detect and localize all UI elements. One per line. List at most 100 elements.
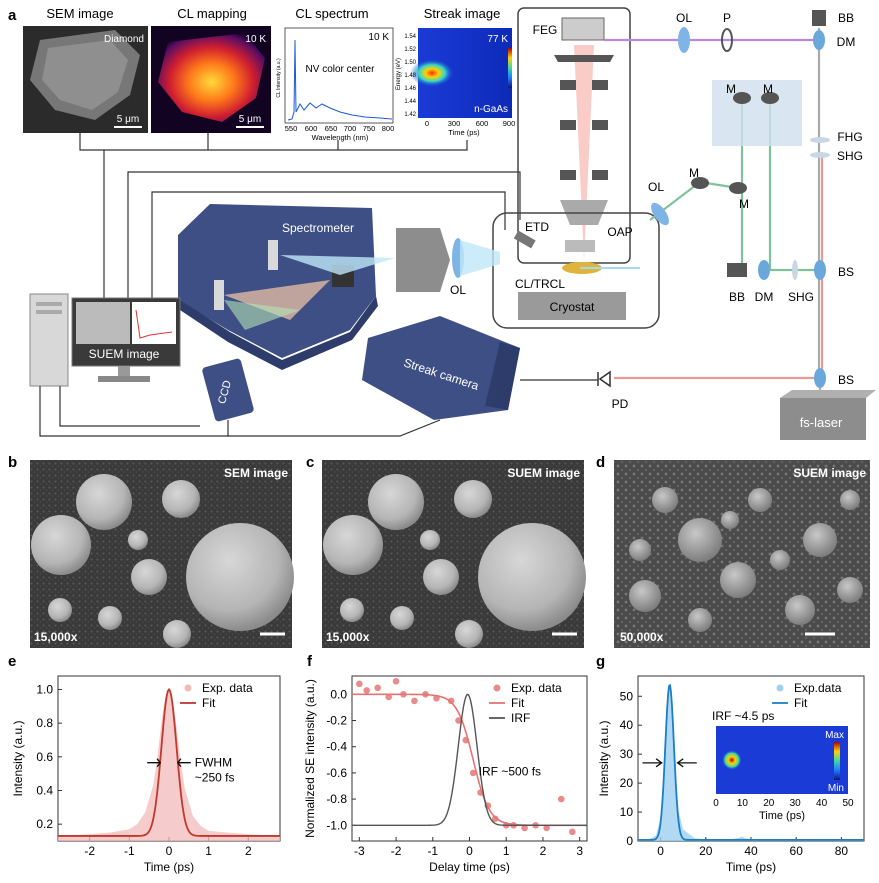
irf-line <box>352 693 587 826</box>
sem-diamond-image: Diamond 5 μm <box>23 26 148 133</box>
exp-data-point <box>385 693 393 701</box>
y-tick-label: 0.0 <box>330 687 347 701</box>
legend-label: Exp. data <box>511 681 562 695</box>
inset-x-tick-label: 50 <box>842 798 854 809</box>
cl-spectrum-annotation: NV color center <box>306 64 376 75</box>
x-tick-label: 0 <box>166 844 173 858</box>
y-axis-label: Normalized SE intensity (a.u.) <box>303 679 317 838</box>
cl-spectrum-ylabel: CL Intensity (a.u.) <box>276 58 282 98</box>
x-tick-label: -1 <box>124 844 135 858</box>
y-tick-label: 20 <box>620 776 634 790</box>
legend-marker <box>776 684 784 692</box>
ol-upper-label: OL <box>676 11 692 25</box>
x-tick-label: 80 <box>835 844 849 858</box>
panel-b-tag: SEM image <box>224 466 288 480</box>
photodiode-label: PD <box>612 397 629 411</box>
fwhm-arrow-left <box>642 758 663 768</box>
legend-label: Exp. data <box>202 681 253 695</box>
streak-title: Streak image <box>424 6 501 21</box>
x-tick-label: -2 <box>391 844 402 858</box>
panel-label-d: d <box>596 454 605 471</box>
vacuum-chamber: ETD OAP CL/TRCL Cryostat <box>492 212 660 329</box>
exp-data-point <box>374 684 382 692</box>
cl-spectrum-xtick: 650 <box>325 124 338 133</box>
fit-line <box>638 683 864 841</box>
y-tick-label: 0.8 <box>36 716 53 730</box>
computer-workstation: SUEM image <box>29 293 181 387</box>
y-tick-label: -0.6 <box>326 766 347 780</box>
cl-mapping-image: 10 K 5 μm <box>151 26 271 133</box>
exp-data-point <box>392 677 400 685</box>
x-tick-label: -1 <box>427 844 438 858</box>
beam-splitter-lower-label: BS <box>838 373 854 387</box>
cl-spectrum-xtick: 700 <box>344 124 357 133</box>
feg-label: FEG <box>533 23 558 37</box>
exp-data-point <box>543 824 550 832</box>
y-tick-label: -0.4 <box>326 740 347 754</box>
mirror-label: M <box>739 197 749 211</box>
oap-label: OAP <box>607 225 632 239</box>
fwhm-annotation: FWHM <box>195 756 232 770</box>
streak-ytick: 1.46 <box>404 86 416 92</box>
streak-ytick: 1.48 <box>404 73 416 79</box>
panel-b-magnification: 15,000x <box>34 630 78 644</box>
ccd-label: CCD <box>216 379 234 405</box>
cl-spectrum-xtick: 750 <box>363 124 376 133</box>
x-tick-label: -3 <box>354 844 365 858</box>
panel-d-tag: SUEM image <box>793 466 866 480</box>
legend-marker <box>184 684 192 692</box>
exp-data-point <box>411 697 418 705</box>
irf-annotation: IRF ~500 fs <box>479 765 541 779</box>
suem-image-label: SUEM image <box>89 347 160 361</box>
y-axis-label: Intensity (a.u.) <box>597 720 611 796</box>
panel-c-suem-micrograph: c SUEM image 15,000x <box>306 454 586 648</box>
streak-image-plot: 77 K n-GaAs 1.54 1.52 1.50 1.48 1.46 1.4… <box>396 28 515 137</box>
x-tick-label: 1 <box>205 844 212 858</box>
exp-data-point <box>469 769 477 777</box>
cl-temp-tag: 10 K <box>245 34 266 45</box>
panel-label-b: b <box>8 454 17 471</box>
exp-data-point <box>569 828 576 836</box>
spectrometer-assembly: Spectrometer <box>178 204 395 370</box>
panel-label-f: f <box>307 653 313 670</box>
ol-spectrometer-label: OL <box>450 283 466 297</box>
streak-xtick: 900 <box>503 119 516 128</box>
y-tick-label: 0.4 <box>36 783 53 797</box>
inset-x-axis-label: Time (ps) <box>759 810 805 822</box>
x-axis-label: Time (ps) <box>726 860 776 874</box>
panel-label-a: a <box>8 7 17 24</box>
streak-ytick: 1.44 <box>404 99 416 105</box>
inset-colorbar-max: Max <box>825 730 844 741</box>
spectrometer-label: Spectrometer <box>282 221 354 235</box>
cl-scale-label: 5 μm <box>239 114 261 125</box>
exp-data-point <box>447 697 455 705</box>
panel-label-c: c <box>306 454 314 471</box>
plot-frame <box>351 675 588 842</box>
fwhm-arrow-right <box>676 758 697 768</box>
exp-data-point <box>521 824 528 832</box>
x-tick-label: 3 <box>576 844 583 858</box>
inset-pulse-spot <box>721 750 742 770</box>
y-tick-label: -0.2 <box>326 714 347 728</box>
beam-block-upper-label: BB <box>838 11 854 25</box>
beam-splitter-upper-label: BS <box>838 265 854 279</box>
x-axis-label: Delay time (ps) <box>429 860 510 874</box>
panel-label-e: e <box>8 653 16 670</box>
inset-x-tick-label: 30 <box>790 798 802 809</box>
sem-title: SEM image <box>46 6 113 21</box>
mirror-label: M <box>689 166 699 180</box>
exp-data-area <box>58 689 280 841</box>
cl-spectrum-plot: 10 K NV color center CL Intensity (a.u.)… <box>276 27 394 142</box>
cl-spectrum-xtick: 600 <box>305 124 318 133</box>
legend-label: IRF <box>511 711 530 725</box>
fhg-label: FHG <box>837 130 862 144</box>
cl-spectrum-temp: 10 K <box>368 32 389 43</box>
exp-data-point <box>363 687 370 694</box>
fit-line <box>58 687 280 837</box>
panel-c-magnification: 15,000x <box>326 630 370 644</box>
streak-xlabel: Time (ps) <box>448 128 480 137</box>
y-axis-label: Intensity (a.u.) <box>11 720 25 796</box>
legend-label: Exp.data <box>794 681 842 695</box>
